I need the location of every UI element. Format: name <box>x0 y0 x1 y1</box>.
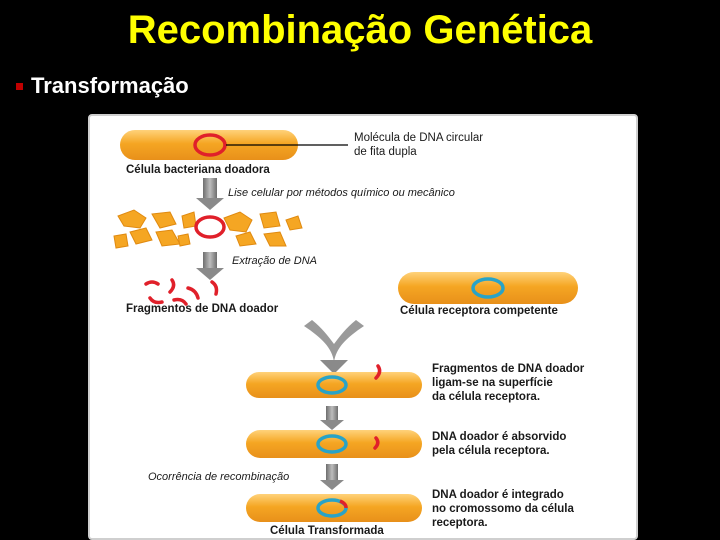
released-plasmid <box>194 215 226 239</box>
competent-cell <box>398 272 578 304</box>
plasmid-label-line2: de fita dupla <box>354 146 417 158</box>
transformed-cell <box>246 494 422 522</box>
step1-line1: Fragmentos de DNA doador <box>432 363 585 375</box>
transformation-diagram: Molécula de DNA circular de fita dupla C… <box>113 130 585 537</box>
transformed-cell-label: Célula Transformada <box>270 525 384 537</box>
receptor-cell-step2 <box>246 430 422 458</box>
bullet-marker <box>16 82 23 90</box>
merge-arrow-head <box>320 360 348 374</box>
bullet-row: Transformação <box>16 72 189 100</box>
down-arrow-1-head <box>196 198 224 210</box>
plasmid-label-line1: Molécula de DNA circular <box>354 132 483 144</box>
step2-line1: DNA doador é absorvido <box>432 431 566 443</box>
step2-line2: pela célula receptora. <box>432 445 550 457</box>
step1-line2: ligam-se na superfície <box>432 377 553 389</box>
slide-title: Recombinação Genética <box>127 8 593 52</box>
chromosome-step2 <box>316 434 348 454</box>
step1-line3: da célula receptora. <box>432 391 540 403</box>
absorbed-fragment-step2 <box>373 436 380 450</box>
receptor-chromosome <box>471 277 505 299</box>
lysed-cell-debris <box>113 209 303 249</box>
donor-cell <box>120 130 298 160</box>
donor-dna-fragments <box>144 278 219 306</box>
step3-line1: DNA doador é integrado <box>432 489 564 501</box>
down-arrow-3-head <box>320 420 344 430</box>
extraction-label: Extração de DNA <box>232 255 317 267</box>
donor-plasmid <box>193 133 227 157</box>
down-arrow-1 <box>203 178 217 198</box>
merge-arrow <box>304 320 364 362</box>
fragments-label: Fragmentos de DNA doador <box>126 303 279 315</box>
donor-cell-label: Célula bacteriana doadora <box>126 164 270 176</box>
bullet-text: Transformação <box>31 73 189 98</box>
receptor-cell-step1 <box>246 372 422 398</box>
diagram-panel: Molécula de DNA circular de fita dupla C… <box>88 114 638 540</box>
chromosome-step1 <box>316 375 348 395</box>
down-arrow-2-head <box>196 268 224 280</box>
competent-cell-label: Célula receptora competente <box>400 305 558 317</box>
recombination-label: Ocorrência de recombinação <box>148 471 289 483</box>
lysis-label: Lise celular por métodos químico ou mecâ… <box>228 187 455 199</box>
bound-fragment-step1 <box>374 364 382 380</box>
down-arrow-4 <box>326 464 338 480</box>
integrated-segment <box>339 499 348 509</box>
step3-line3: receptora. <box>432 517 488 529</box>
down-arrow-3 <box>326 406 338 420</box>
down-arrow-2 <box>203 252 217 268</box>
step3-line2: no cromossomo da célula <box>432 503 574 515</box>
down-arrow-4-head <box>320 480 344 490</box>
